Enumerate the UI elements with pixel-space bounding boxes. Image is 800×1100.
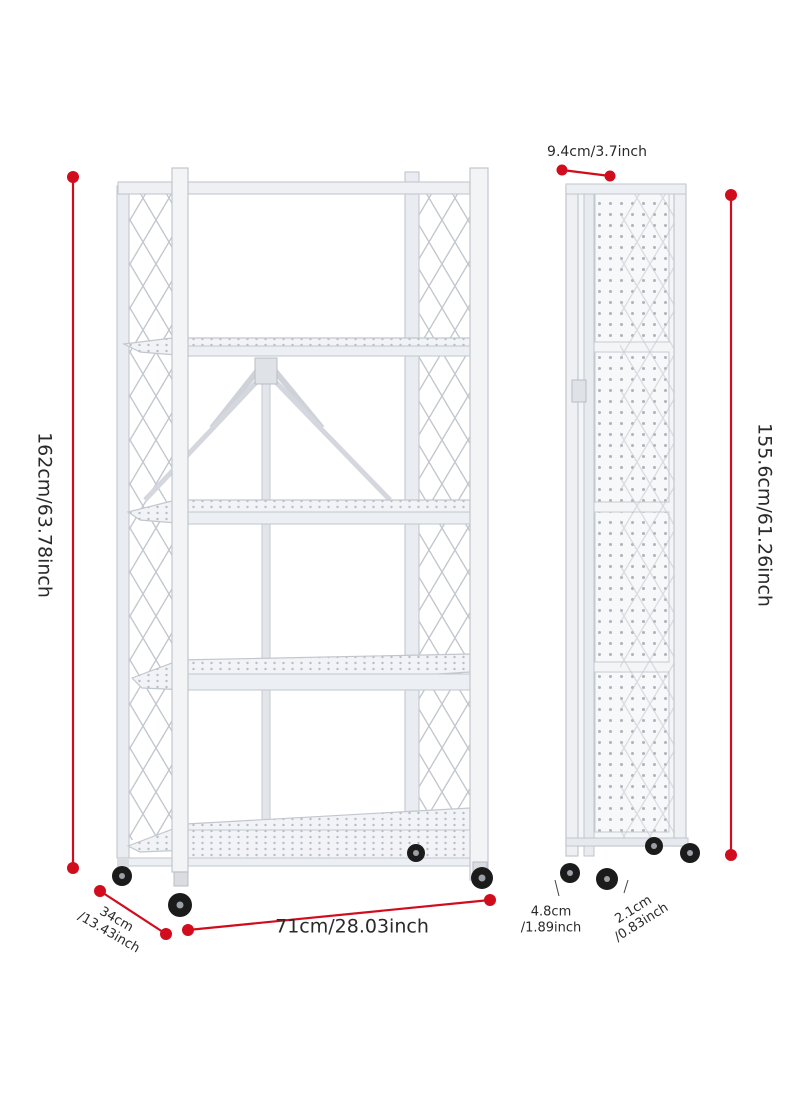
width-dimension-line [187, 898, 491, 932]
center-support-bar [261, 359, 271, 831]
wheel-tick [554, 879, 560, 897]
depth-dimension-line [99, 890, 167, 935]
folded-shelf [560, 183, 700, 890]
top-rail [117, 181, 471, 195]
width-label: 71cm/28.03inch [275, 915, 429, 938]
caster-rear-left [112, 858, 132, 886]
front-right-post [469, 167, 489, 881]
caster-front-right [471, 861, 493, 889]
folded-top-rail [565, 183, 687, 195]
folded-side-lattice [620, 192, 680, 842]
height-label: 162cm/63.78inch [33, 432, 56, 598]
folded-left-post [565, 185, 579, 857]
caster-rear-right [407, 844, 425, 862]
rear-left-post [116, 185, 130, 859]
folded-right-post [673, 185, 687, 847]
dimension-lines [67, 164, 737, 940]
folding-hinge [254, 357, 278, 385]
folded-height-label: 155.6cm/61.26inch [753, 423, 776, 607]
caster-front-left [168, 871, 192, 917]
folded-width-label: 9.4cm/3.7inch [547, 144, 647, 160]
folded-width-dimension-line [561, 168, 611, 178]
wheel-size-inch: /1.89inch [520, 920, 582, 935]
assembled-shelf [112, 167, 493, 917]
front-left-post [171, 167, 189, 873]
folded-mid-post [583, 185, 595, 857]
wheel-size-cm: 4.8cm [530, 904, 572, 920]
folded-hinge [571, 379, 587, 403]
gap-tick [623, 879, 629, 894]
wheel-size-label: 4.8cm /1.89inch [521, 904, 582, 935]
shelf-3 [130, 653, 471, 691]
